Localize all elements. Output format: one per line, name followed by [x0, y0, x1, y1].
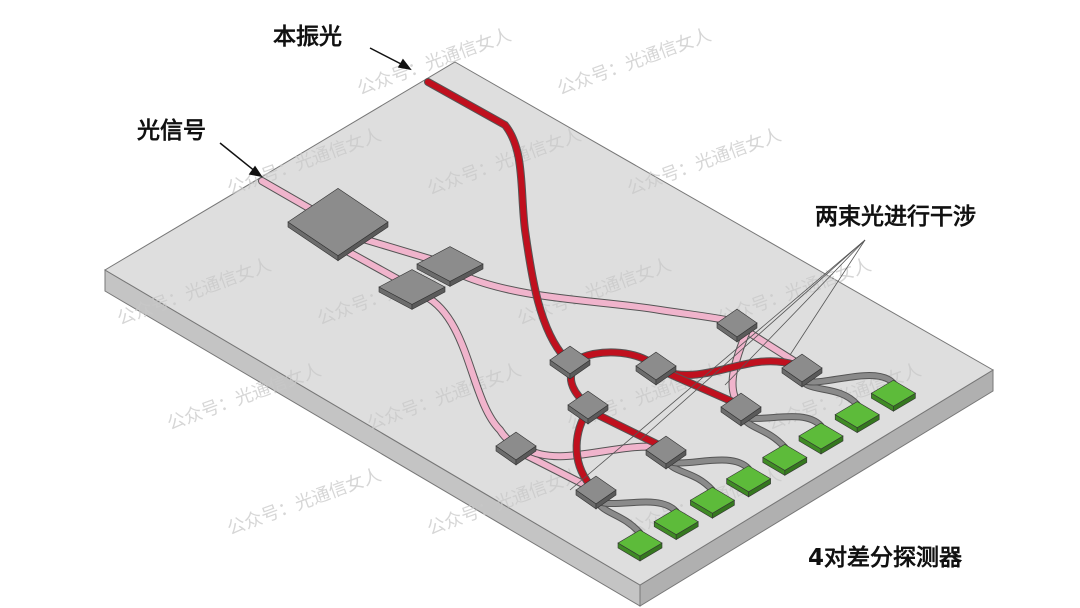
photodetector — [870, 379, 916, 407]
lo-waveguide — [662, 369, 743, 408]
lo-waveguide — [589, 409, 668, 451]
lo-waveguide — [425, 79, 568, 361]
coupler — [716, 308, 758, 338]
coupler — [495, 431, 537, 461]
photodetector — [762, 444, 808, 471]
coupler — [720, 392, 762, 422]
watermark-text: 公众号：光通信女人 — [225, 465, 384, 540]
signal-waveguide — [517, 449, 598, 493]
photodetector — [689, 486, 735, 514]
photodetector — [726, 465, 772, 493]
signal-waveguides — [258, 177, 809, 494]
coupler — [575, 475, 617, 505]
lo-waveguide — [577, 349, 653, 365]
coupler — [645, 435, 687, 465]
coupler — [635, 351, 677, 381]
coupler — [567, 390, 609, 420]
watermark-text: 公众号：光通信女人 — [555, 25, 714, 100]
photodetector — [653, 508, 699, 535]
photodetector — [834, 401, 880, 428]
photodetector — [617, 529, 663, 557]
signal-waveguide — [459, 272, 738, 325]
label-detectors: 4对差分探测器 — [808, 544, 963, 571]
label-local-oscillator: 本振光 — [273, 23, 342, 50]
coupler — [378, 269, 446, 305]
lo-waveguides — [424, 78, 799, 489]
coupler — [287, 187, 389, 257]
photodetectors — [617, 379, 916, 562]
label-interference: 两束光进行干涉 — [815, 203, 976, 230]
coupler — [416, 246, 484, 282]
label-optical-signal: 光信号 — [136, 117, 206, 144]
watermark-text: 公众号：光通信女人 — [625, 125, 784, 200]
coupler — [781, 353, 823, 383]
coupler — [549, 345, 591, 375]
arrows — [219, 47, 412, 178]
photodetector — [798, 422, 844, 450]
couplers — [287, 187, 823, 510]
pointer-lines — [569, 239, 866, 491]
signal-waveguide — [522, 443, 668, 460]
